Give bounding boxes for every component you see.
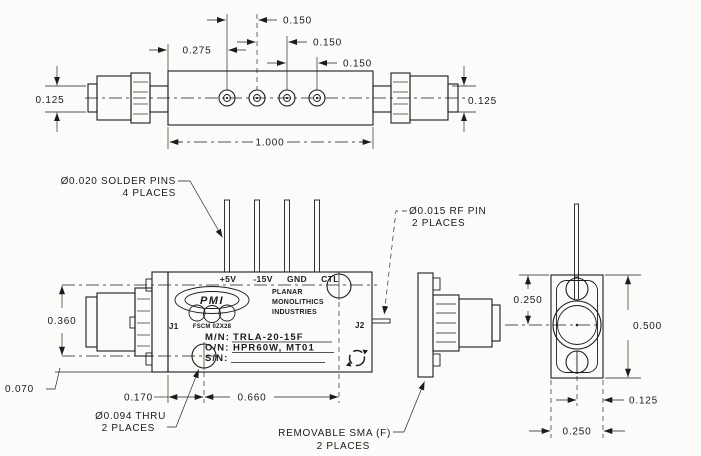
top-view-right-sma-connector bbox=[372, 72, 459, 124]
pin-label-15v: -15V bbox=[253, 274, 273, 284]
note-sma-line1: REMOVABLE SMA (F) bbox=[278, 428, 391, 439]
front-view: +5V -15V GND CTL PMI FSCM 0ZX28 J1 J2 PL… bbox=[5, 176, 486, 452]
sn-label: S/N: bbox=[205, 353, 228, 364]
port-label-j2: J2 bbox=[355, 321, 365, 330]
j2-rf-pin bbox=[371, 318, 391, 324]
end-view: 0.250 0.500 0.125 0.250 bbox=[505, 203, 662, 438]
dim-connector-right: 0.125 bbox=[468, 96, 497, 107]
part-number-block: M/N: TRLA-20-15F O/N: HPR60W, MT01 S/N: bbox=[205, 332, 334, 364]
mn-label: M/N: bbox=[205, 332, 230, 343]
dim-connector-left: 0.125 bbox=[35, 95, 64, 106]
note-solder-pins: Ø0.020 SOLDER PINS 4 PLACES bbox=[61, 176, 223, 238]
on-label: O/N: bbox=[205, 343, 229, 354]
top-view-extension-lines bbox=[167, 14, 374, 149]
dim-pin-pitch-1: 0.150 bbox=[283, 16, 312, 27]
dim-width: 0.250 bbox=[562, 427, 591, 438]
note-removable-sma: REMOVABLE SMA (F) 2 PLACES bbox=[278, 381, 425, 452]
note-thru-hole-line1: Ø0.094 THRU bbox=[95, 411, 166, 422]
dim-total-height: 0.500 bbox=[633, 321, 662, 332]
note-thru-hole-line2: 2 PLACES bbox=[102, 423, 155, 434]
end-view-pin bbox=[574, 203, 579, 278]
front-view-left-flange bbox=[145, 271, 169, 373]
front-view-pin-labels: +5V -15V GND CTL bbox=[220, 274, 339, 284]
pin-label-gnd: GND bbox=[287, 274, 307, 284]
fscm-code: FSCM 0ZX28 bbox=[193, 324, 232, 330]
top-view-dimensions: 0.150 0.150 0.150 0.275 1.000 0.125 bbox=[35, 16, 497, 149]
company-line-1: PLANAR bbox=[272, 289, 303, 296]
dim-hole-spacing: 0.660 bbox=[237, 393, 266, 404]
dim-height: 0.360 bbox=[47, 316, 76, 327]
front-view-base-dim: 0.070 bbox=[5, 367, 152, 395]
note-rf-pin: Ø0.015 RF PIN 2 PLACES bbox=[382, 206, 486, 315]
dim-pin-pitch-2: 0.150 bbox=[313, 38, 342, 49]
note-sma-line2: 2 PLACES bbox=[317, 441, 370, 452]
dim-center-offset: 0.250 bbox=[513, 295, 542, 306]
front-view-mounting-holes bbox=[191, 272, 352, 403]
pmi-logo: PMI bbox=[174, 286, 250, 323]
dim-base: 0.070 bbox=[5, 384, 34, 395]
note-rf-pin-line1: Ø0.015 RF PIN bbox=[409, 206, 486, 217]
removable-sma-view bbox=[417, 272, 501, 378]
front-view-height-dim: 0.360 bbox=[47, 285, 76, 356]
pin-label-5v: +5V bbox=[220, 274, 237, 284]
note-thru-hole: Ø0.094 THRU 2 PLACES bbox=[95, 369, 200, 434]
company-line-2: MONOLITHICS bbox=[272, 299, 324, 306]
pmi-logo-text: PMI bbox=[200, 295, 224, 307]
end-view-center-offset-dim: 0.250 bbox=[513, 274, 549, 325]
note-rf-pin-line2: 2 PLACES bbox=[412, 218, 465, 229]
front-view-solder-pins bbox=[224, 199, 320, 273]
end-view-top-hole bbox=[565, 277, 589, 301]
front-view-j1-connector bbox=[85, 287, 153, 357]
dim-pin-edge: 0.125 bbox=[629, 396, 658, 407]
dim-pin-offset: 0.275 bbox=[182, 46, 211, 57]
front-view-hole-dims: 0.170 0.660 bbox=[124, 375, 339, 404]
note-solder-pins-line2: 4 PLACES bbox=[123, 188, 176, 199]
dim-hole-offset: 0.170 bbox=[124, 393, 153, 404]
circular-arrow-symbol bbox=[346, 349, 368, 367]
company-name: PLANAR MONOLITHICS INDUSTRIES bbox=[272, 289, 324, 316]
pin-label-ctl: CTL bbox=[321, 274, 339, 284]
mn-value: TRLA-20-15F bbox=[233, 332, 304, 343]
dim-pin-pitch-3: 0.150 bbox=[343, 59, 372, 70]
on-value: HPR60W, MT01 bbox=[233, 343, 315, 354]
end-view-width-dim: 0.250 bbox=[529, 427, 625, 438]
company-line-3: INDUSTRIES bbox=[272, 309, 317, 316]
end-view-connector-face bbox=[552, 300, 602, 350]
top-view: 0.150 0.150 0.150 0.275 1.000 0.125 bbox=[35, 14, 497, 149]
dim-body-length: 1.000 bbox=[255, 138, 284, 149]
end-view-height-dim: 0.500 bbox=[605, 274, 662, 379]
top-view-left-sma-connector bbox=[87, 72, 169, 124]
port-label-j1: J1 bbox=[169, 322, 179, 331]
end-view-pin-edge-dim: 0.125 bbox=[556, 396, 658, 407]
note-solder-pins-line1: Ø0.020 SOLDER PINS bbox=[61, 176, 176, 187]
